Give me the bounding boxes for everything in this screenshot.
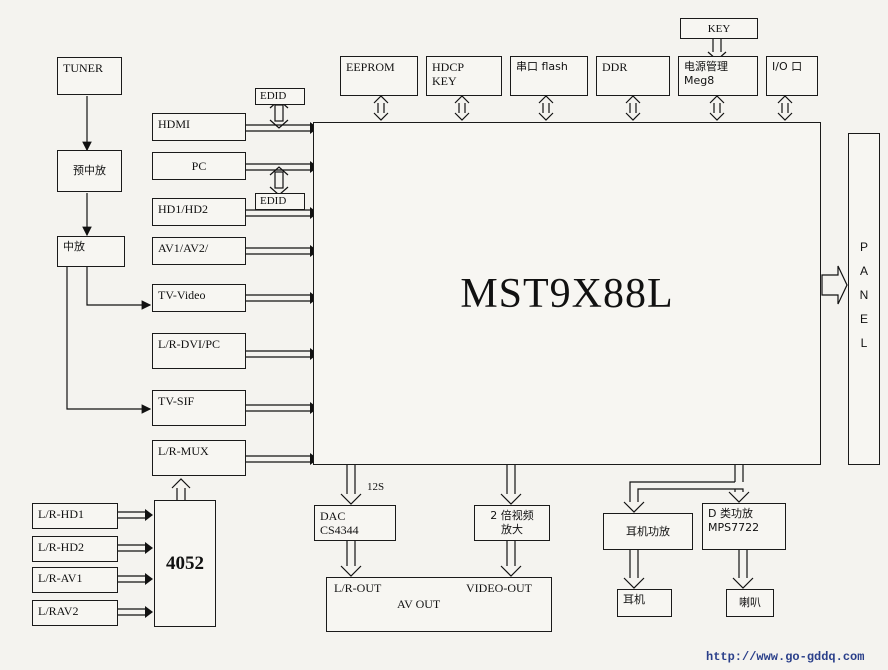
tv-sif-input: TV-SIF xyxy=(152,390,246,426)
top-bus-arrows xyxy=(373,38,793,121)
serial-flash-block: 串口 flash xyxy=(510,56,588,96)
tv-video-input: TV-Video xyxy=(152,284,246,312)
power-management-block: 电源管理 Meg8 xyxy=(678,56,758,96)
hd-input: HD1/HD2 xyxy=(152,198,246,226)
ddr-block: DDR xyxy=(596,56,670,96)
pc-input: PC xyxy=(152,152,246,180)
main-chip: MST9X88L xyxy=(313,122,821,465)
audio-input-arrows xyxy=(117,511,145,616)
mux-4052-block: 4052 xyxy=(154,500,216,627)
class-d-amp-block: D 类功放 MPS7722 xyxy=(702,503,786,550)
lr-out-label: L/R-OUT xyxy=(334,581,382,595)
video-amp-block: 2 倍视频 放大 xyxy=(474,505,550,541)
lr-av2-input: L/RAV2 xyxy=(32,600,118,626)
video-out-label: VIDEO-OUT xyxy=(466,581,532,595)
lr-dvi-pc-input: L/R-DVI/PC xyxy=(152,333,246,369)
headphone-amp-block: 耳机功放 xyxy=(603,513,693,550)
panel-letter-p: P xyxy=(859,240,868,254)
hdmi-input: HDMI xyxy=(152,113,246,141)
output-arrows xyxy=(340,465,754,589)
edid-arrows xyxy=(269,99,289,196)
lr-hd1-input: L/R-HD1 xyxy=(32,503,118,529)
edid-bottom: EDID xyxy=(255,193,305,210)
headphone-block: 耳机 xyxy=(617,589,672,617)
pre-if-amp-block: 预中放 xyxy=(57,150,122,192)
tuner-block: TUNER xyxy=(57,57,122,95)
panel-letter-a: A xyxy=(859,264,868,278)
lr-hd2-input: L/R-HD2 xyxy=(32,536,118,562)
lr-av1-input: L/R-AV1 xyxy=(32,567,118,593)
input-arrows xyxy=(246,124,310,463)
speaker-block: 喇叭 xyxy=(726,589,774,617)
if-amp-block: 中放 xyxy=(57,236,125,267)
dac-block: DAC CS4344 xyxy=(314,505,396,541)
panel-letter-e: E xyxy=(859,312,868,326)
av-input: AV1/AV2/ xyxy=(152,237,246,265)
lr-mux-input: L/R-MUX xyxy=(152,440,246,476)
panel-arrow xyxy=(821,265,848,305)
panel-block xyxy=(848,133,880,465)
panel-letter-n: N xyxy=(859,288,869,302)
panel-letter-l: L xyxy=(860,336,868,350)
io-port-block: I/O 口 xyxy=(766,56,818,96)
av-out-label: AV OUT xyxy=(397,597,441,611)
av-out-block xyxy=(326,577,552,632)
hdcp-key-block: HDCP KEY xyxy=(426,56,502,96)
i2s-label: 12S xyxy=(367,481,385,493)
eeprom-block: EEPROM xyxy=(340,56,418,96)
watermark-url: http://www.go-gddq.com xyxy=(706,650,865,664)
key-block: KEY xyxy=(680,18,758,39)
edid-top: EDID xyxy=(255,88,305,105)
